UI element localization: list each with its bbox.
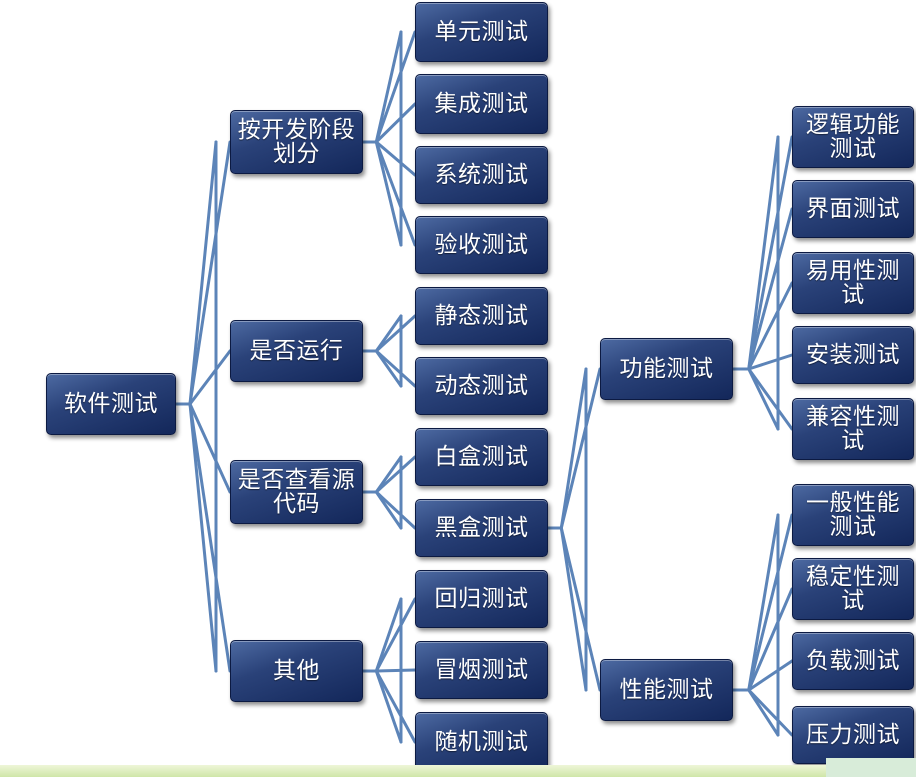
branch-link-b_func-branch-1 bbox=[747, 207, 794, 371]
branch-link-b_perf-branch-0 bbox=[747, 513, 794, 692]
node-software-testing: 软件测试 bbox=[46, 373, 176, 435]
node-interface-testing: 界面测试 bbox=[792, 180, 914, 238]
node-integration-testing: 集成测试 bbox=[415, 74, 548, 134]
group-link-g_other-spine-bottom bbox=[374, 669, 403, 744]
group-link-g_run-branch-0 bbox=[374, 314, 417, 353]
node-black-box-testing: 黑盒测试 bbox=[415, 499, 548, 557]
node-regression-testing: 回归测试 bbox=[415, 570, 548, 628]
node-stress-testing: 压力测试 bbox=[792, 706, 914, 764]
node-load-testing: 负载测试 bbox=[792, 632, 914, 690]
node-whether-view-source: 是否查看源代码 bbox=[230, 460, 363, 524]
branch-link-b_perf-branch-1 bbox=[747, 587, 794, 692]
bottom-ground-strip bbox=[0, 765, 916, 777]
blackbox-link-spine-bottom bbox=[559, 526, 588, 692]
node-acceptance-testing: 验收测试 bbox=[415, 216, 548, 274]
group-link-g_other-branch-2 bbox=[374, 669, 417, 744]
branch-link-b_perf-spine-bottom bbox=[747, 688, 780, 737]
node-usability-testing: 易用性测试 bbox=[792, 252, 914, 314]
group-link-g_run-spine-top bbox=[374, 314, 403, 353]
node-functional-testing: 功能测试 bbox=[600, 338, 733, 400]
root-link-branch-1 bbox=[188, 349, 232, 406]
root-link-branch-3 bbox=[188, 402, 232, 673]
node-smoke-testing: 冒烟测试 bbox=[415, 641, 548, 699]
root-link-spine-bottom bbox=[188, 402, 218, 673]
group-link-g_other-branch-1 bbox=[374, 668, 417, 673]
group-link-g_src-branch-1 bbox=[374, 490, 417, 530]
node-performance-testing: 性能测试 bbox=[600, 659, 733, 721]
group-link-g_stage-branch-3 bbox=[374, 140, 417, 247]
blackbox-link-branch-1 bbox=[559, 526, 602, 692]
group-link-g_other-spine-top bbox=[374, 597, 403, 673]
blackbox-link-branch-0 bbox=[559, 367, 602, 530]
group-link-g_stage-branch-0 bbox=[374, 30, 417, 144]
branch-link-b_func-branch-2 bbox=[747, 281, 794, 371]
group-link-g_src-spine-bottom bbox=[374, 490, 403, 530]
group-link-g_src-branch-0 bbox=[374, 455, 417, 494]
branch-link-b_func-branch-4 bbox=[747, 367, 794, 431]
node-other: 其他 bbox=[230, 640, 363, 702]
group-link-g_src-spine-top bbox=[374, 455, 403, 494]
branch-link-b_perf-spine-top bbox=[747, 513, 780, 692]
node-random-testing: 随机测试 bbox=[415, 712, 548, 772]
blackbox-link-spine-top bbox=[559, 367, 588, 530]
group-link-g_stage-spine-bottom bbox=[374, 140, 403, 247]
group-link-g_run-spine-bottom bbox=[374, 349, 403, 388]
node-white-box-testing: 白盒测试 bbox=[415, 428, 548, 486]
node-static-testing: 静态测试 bbox=[415, 287, 548, 345]
node-whether-run: 是否运行 bbox=[230, 320, 363, 382]
bottom-right-block bbox=[826, 758, 916, 777]
root-link-spine-top bbox=[188, 140, 218, 406]
branch-link-b_func-spine-bottom bbox=[747, 367, 780, 431]
node-system-testing: 系统测试 bbox=[415, 146, 548, 204]
node-logic-function-testing: 逻辑功能测试 bbox=[792, 106, 914, 168]
group-link-g_run-branch-1 bbox=[374, 349, 417, 388]
root-link-branch-2 bbox=[188, 402, 232, 494]
node-installation-testing: 安装测试 bbox=[792, 326, 914, 384]
node-stability-testing: 稳定性测试 bbox=[792, 558, 914, 620]
branch-link-b_func-spine-top bbox=[747, 135, 780, 371]
branch-link-b_func-branch-0 bbox=[747, 135, 794, 371]
group-link-g_stage-branch-1 bbox=[374, 102, 417, 144]
node-general-performance-testing: 一般性能测试 bbox=[792, 484, 914, 546]
root-link-branch-0 bbox=[188, 140, 232, 406]
group-link-g_stage-branch-2 bbox=[374, 140, 417, 177]
branch-link-b_func-branch-3 bbox=[747, 353, 794, 371]
node-by-dev-stage: 按开发阶段划分 bbox=[230, 110, 363, 174]
node-dynamic-testing: 动态测试 bbox=[415, 357, 548, 415]
group-link-g_other-branch-0 bbox=[374, 597, 417, 673]
node-compatibility-testing: 兼容性测试 bbox=[792, 398, 914, 460]
branch-link-b_perf-branch-3 bbox=[747, 688, 794, 737]
branch-link-b_perf-branch-2 bbox=[747, 659, 794, 692]
group-link-g_stage-spine-top bbox=[374, 30, 403, 144]
node-unit-testing: 单元测试 bbox=[415, 2, 548, 62]
